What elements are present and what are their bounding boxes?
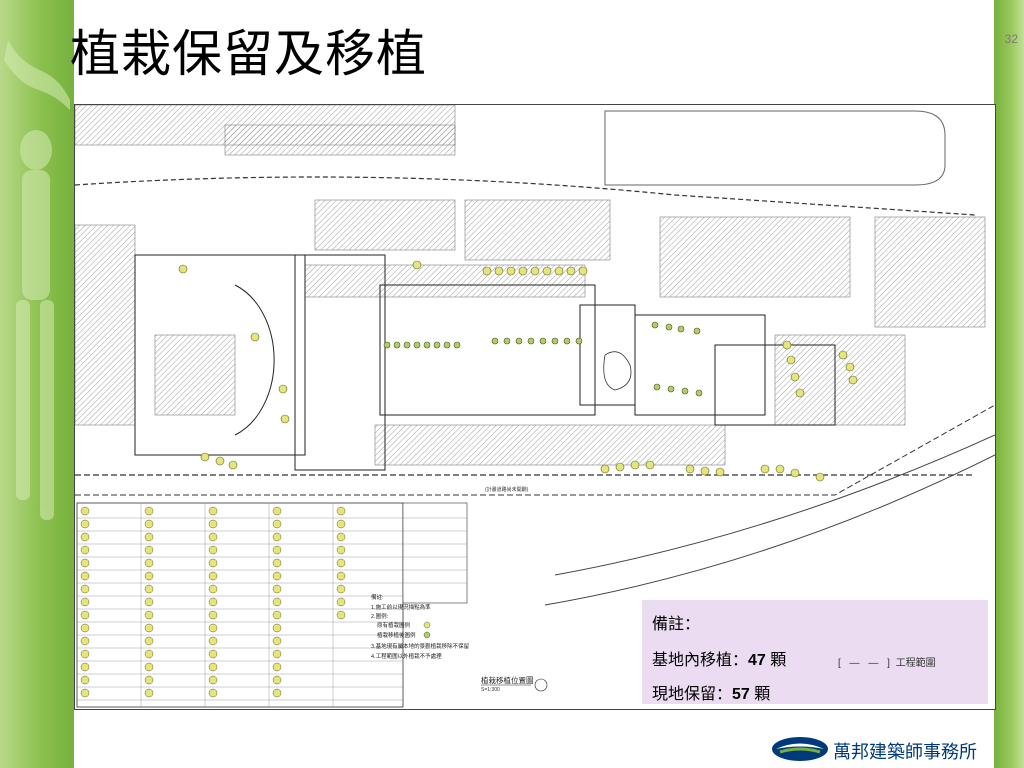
plant-list-table — [76, 502, 404, 708]
note-retained-unit: 顆 — [749, 686, 771, 703]
note-heading: 備註： — [652, 616, 701, 633]
plan-note-1: 1.施工前以現況描點為準 — [371, 603, 431, 611]
slide-number: 32 — [1004, 32, 1018, 46]
summary-note-box: 備註： 基地內移植：47 顆 現地保留：57 顆 — [642, 600, 988, 704]
plan-note-3: 原有植栽圖例 — [377, 621, 411, 629]
project-boundary-legend: [ — — ] 工程範圍 — [838, 654, 936, 669]
note-transplant-value: 47 — [748, 652, 766, 669]
company-logo-icon — [772, 737, 828, 761]
figure-silhouette-graphic — [4, 40, 70, 520]
plan-caption: 植栽移植位置圖 — [481, 675, 534, 685]
boundary-line-icon: [ — — ] — [838, 658, 893, 669]
street-label: (計畫道路尚未開闢) — [485, 486, 529, 493]
company-name: 萬邦建築師事務所 — [833, 742, 977, 763]
note-retained-label: 現地保留： — [652, 686, 733, 703]
right-decorative-bar — [994, 0, 1024, 768]
plan-note-5: 3.基地現有屬本地的景觀植栽移除不保留 — [371, 642, 470, 650]
site-plan-drawing: 備註: 1.施工前以現況描點為準 2.圖例: 原有植栽圖例 植栽移植後圖例 3.… — [74, 104, 996, 710]
note-transplant-count: 基地內移植：47 顆 — [652, 646, 786, 670]
plan-scale: S=1:300 — [481, 687, 500, 693]
note-retained-count: 現地保留：57 顆 — [652, 680, 770, 704]
note-transplant-label: 基地內移植： — [652, 652, 749, 669]
plan-note-2: 2.圖例: — [371, 612, 389, 620]
tree-markers — [178, 260, 858, 482]
site-plan-svg: 備註: 1.施工前以現況描點為準 2.圖例: 原有植栽圖例 植栽移植後圖例 3.… — [74, 104, 996, 708]
boundary-label: 工程範圍 — [895, 658, 936, 669]
left-decorative-bar — [0, 0, 74, 768]
plan-note-6: 4.工程範圍以外植栽不予處理 — [371, 652, 442, 660]
slide-title: 植栽保留及移植 — [70, 25, 427, 83]
note-transplant-unit: 顆 — [765, 652, 787, 669]
plan-note-4: 植栽移植後圖例 — [377, 631, 416, 639]
plan-notes-heading: 備註: — [371, 593, 384, 601]
note-retained-value: 57 — [732, 686, 750, 703]
